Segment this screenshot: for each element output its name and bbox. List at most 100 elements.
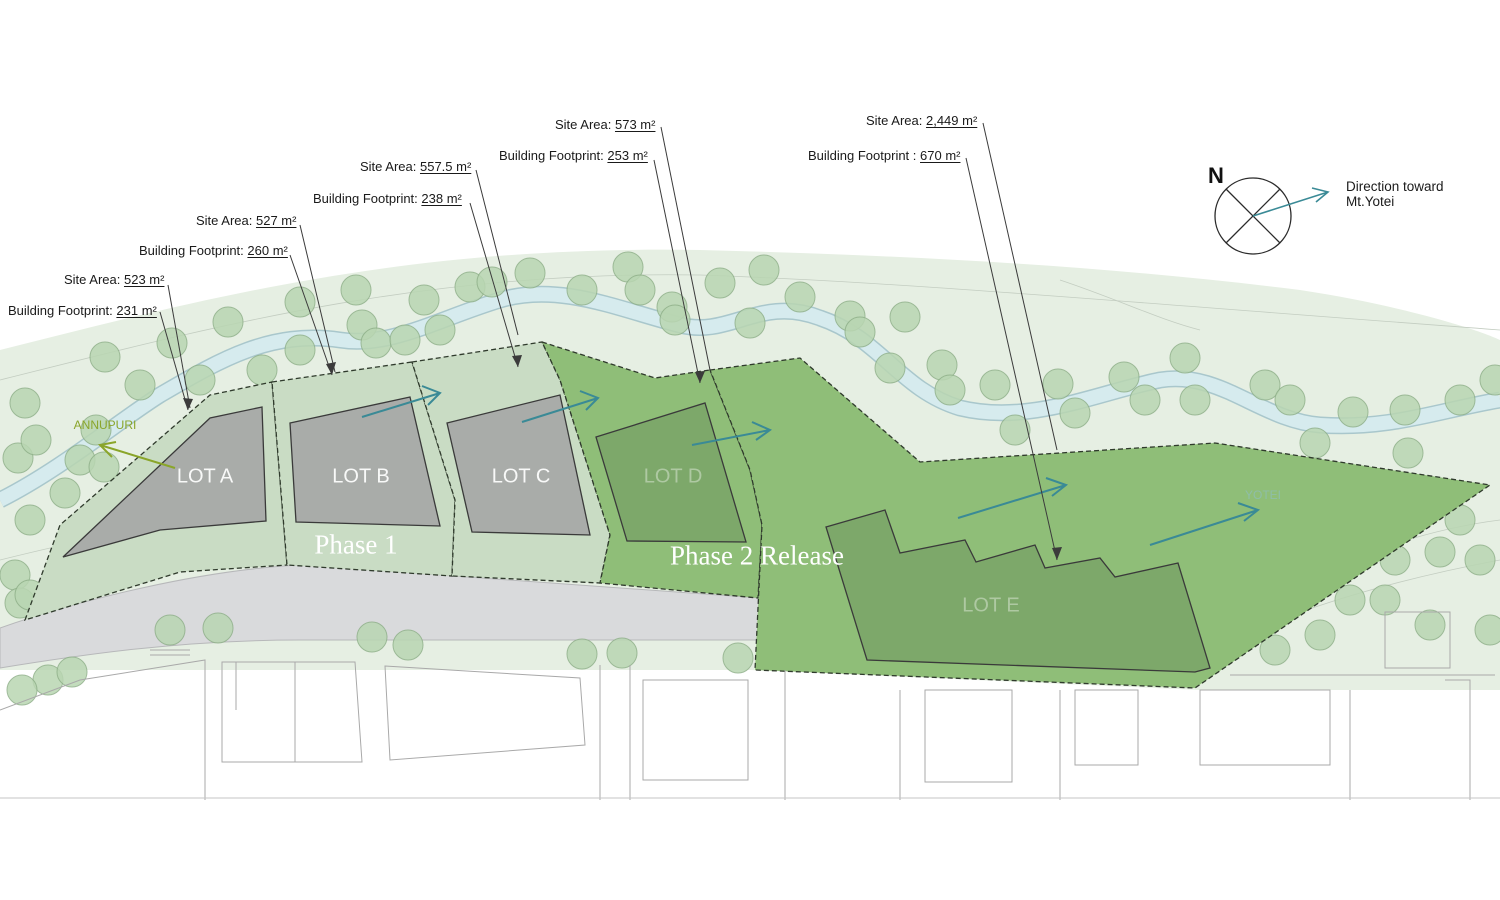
tree-icon <box>360 327 392 359</box>
tree-icon <box>566 274 598 306</box>
direction-legend-line-1: Direction toward <box>1346 179 1444 194</box>
tree-icon <box>1464 544 1496 576</box>
callout-value: 523 m² <box>123 272 165 287</box>
callout-value: 573 m² <box>614 117 656 132</box>
lot-a-footprint-label: Building Footprint: 231 m² <box>8 304 157 317</box>
tree-icon <box>284 286 316 318</box>
callout-value: 231 m² <box>116 303 157 318</box>
tree-icon <box>88 451 120 483</box>
tree-icon <box>80 414 112 446</box>
tree-icon <box>1169 342 1201 374</box>
lot-a-site-area-label: Site Area: 523 m² <box>64 273 164 286</box>
lot-a-label: LOT A <box>176 465 234 488</box>
tree-icon <box>999 414 1031 446</box>
direction-legend: Direction toward Mt.Yotei <box>1346 179 1444 209</box>
lot-d-label: LOT D <box>643 465 703 488</box>
callout-leader-arrowheads <box>183 355 1062 560</box>
callout-label: Site Area: <box>196 213 256 228</box>
tree-icon <box>20 424 52 456</box>
callout-label: Building Footprint: <box>313 191 422 206</box>
north-indicator: N <box>1208 163 1224 188</box>
tree-icon <box>1369 584 1401 616</box>
tree-icon <box>1179 384 1211 416</box>
phase-2-label: Phase 2 Release <box>670 540 844 571</box>
tree-icon <box>1337 396 1369 428</box>
lot-c-footprint-label: Building Footprint: 238 m² <box>313 192 462 205</box>
tree-icon <box>6 674 38 706</box>
lot-b-site-area-label: Site Area: 527 m² <box>196 214 296 227</box>
tree-icon <box>514 257 546 289</box>
tree-icon <box>246 354 278 386</box>
tree-icon <box>934 374 966 406</box>
tree-icon <box>1059 397 1091 429</box>
tree-icon <box>1274 384 1306 416</box>
tree-icon <box>748 254 780 286</box>
tree-icon <box>1392 437 1424 469</box>
tree-icon <box>1249 369 1281 401</box>
callout-leader-lines <box>159 122 1058 561</box>
tree-icon <box>1474 614 1500 646</box>
tree-icon <box>874 352 906 384</box>
callout-label: Site Area: <box>64 272 124 287</box>
lot-e-footprint-label: Building Footprint : 670 m² <box>808 149 960 162</box>
tree-icon <box>340 274 372 306</box>
tree-icon <box>1304 619 1336 651</box>
lot-d-site-area-label: Site Area: 573 m² <box>555 118 655 131</box>
tree-icon <box>844 316 876 348</box>
lot-b-footprint <box>289 396 441 527</box>
tree-icon <box>704 267 736 299</box>
tree-icon <box>722 642 754 674</box>
callout-value: 557.5 m² <box>419 159 472 174</box>
yotei-label: YOTEI <box>1244 488 1282 502</box>
callout-value: 260 m² <box>247 243 288 258</box>
tree-icon <box>1299 427 1331 459</box>
callout-value: 238 m² <box>421 191 462 206</box>
lot-e-site-area-label: Site Area: 2,449 m² <box>866 114 977 127</box>
tree-icon <box>1259 634 1291 666</box>
tree-icon <box>154 614 186 646</box>
lot-a-footprint <box>62 406 267 558</box>
tree-icon <box>124 369 156 401</box>
lot-e-footprint <box>825 509 1211 673</box>
tree-icon <box>784 281 816 313</box>
tree-icon <box>184 364 216 396</box>
callout-value: 253 m² <box>607 148 648 163</box>
tree-icon <box>389 324 421 356</box>
callout-label: Building Footprint : <box>808 148 921 163</box>
tree-icon <box>56 656 88 688</box>
lot-b-label: LOT B <box>332 465 390 488</box>
tree-icon <box>212 306 244 338</box>
tree-icon <box>606 637 638 669</box>
callout-label: Site Area: <box>360 159 420 174</box>
callout-value: 670 m² <box>920 148 961 163</box>
tree-icon <box>356 621 388 653</box>
callout-label: Site Area: <box>866 113 926 128</box>
lot-c-site-area-label: Site Area: 557.5 m² <box>360 160 471 173</box>
tree-icon <box>979 369 1011 401</box>
tree-icon <box>1414 609 1446 641</box>
tree-icon <box>1129 384 1161 416</box>
tree-icon <box>1334 584 1366 616</box>
tree-icon <box>476 266 508 298</box>
lot-e-label: LOT E <box>962 594 1020 617</box>
tree-icon <box>1479 364 1500 396</box>
tree-icon <box>1444 384 1476 416</box>
neighbouring-parcels <box>0 611 1500 800</box>
annupuri-label: ANNUPURI <box>73 418 137 432</box>
callout-value: 2,449 m² <box>925 113 978 128</box>
tree-icon <box>202 612 234 644</box>
tree-icon <box>89 341 121 373</box>
lot-c-label: LOT C <box>491 465 551 488</box>
lot-d-footprint <box>595 402 747 543</box>
direction-arrows <box>361 385 1261 546</box>
direction-arrow-icon <box>1252 187 1330 217</box>
tree-icon <box>1108 361 1140 393</box>
tree-icon <box>49 477 81 509</box>
tree-icon <box>284 334 316 366</box>
tree-icon <box>1042 368 1074 400</box>
tree-icon <box>424 314 456 346</box>
tree-icon <box>734 307 766 339</box>
tree-icon <box>1424 536 1456 568</box>
tree-icon <box>9 387 41 419</box>
